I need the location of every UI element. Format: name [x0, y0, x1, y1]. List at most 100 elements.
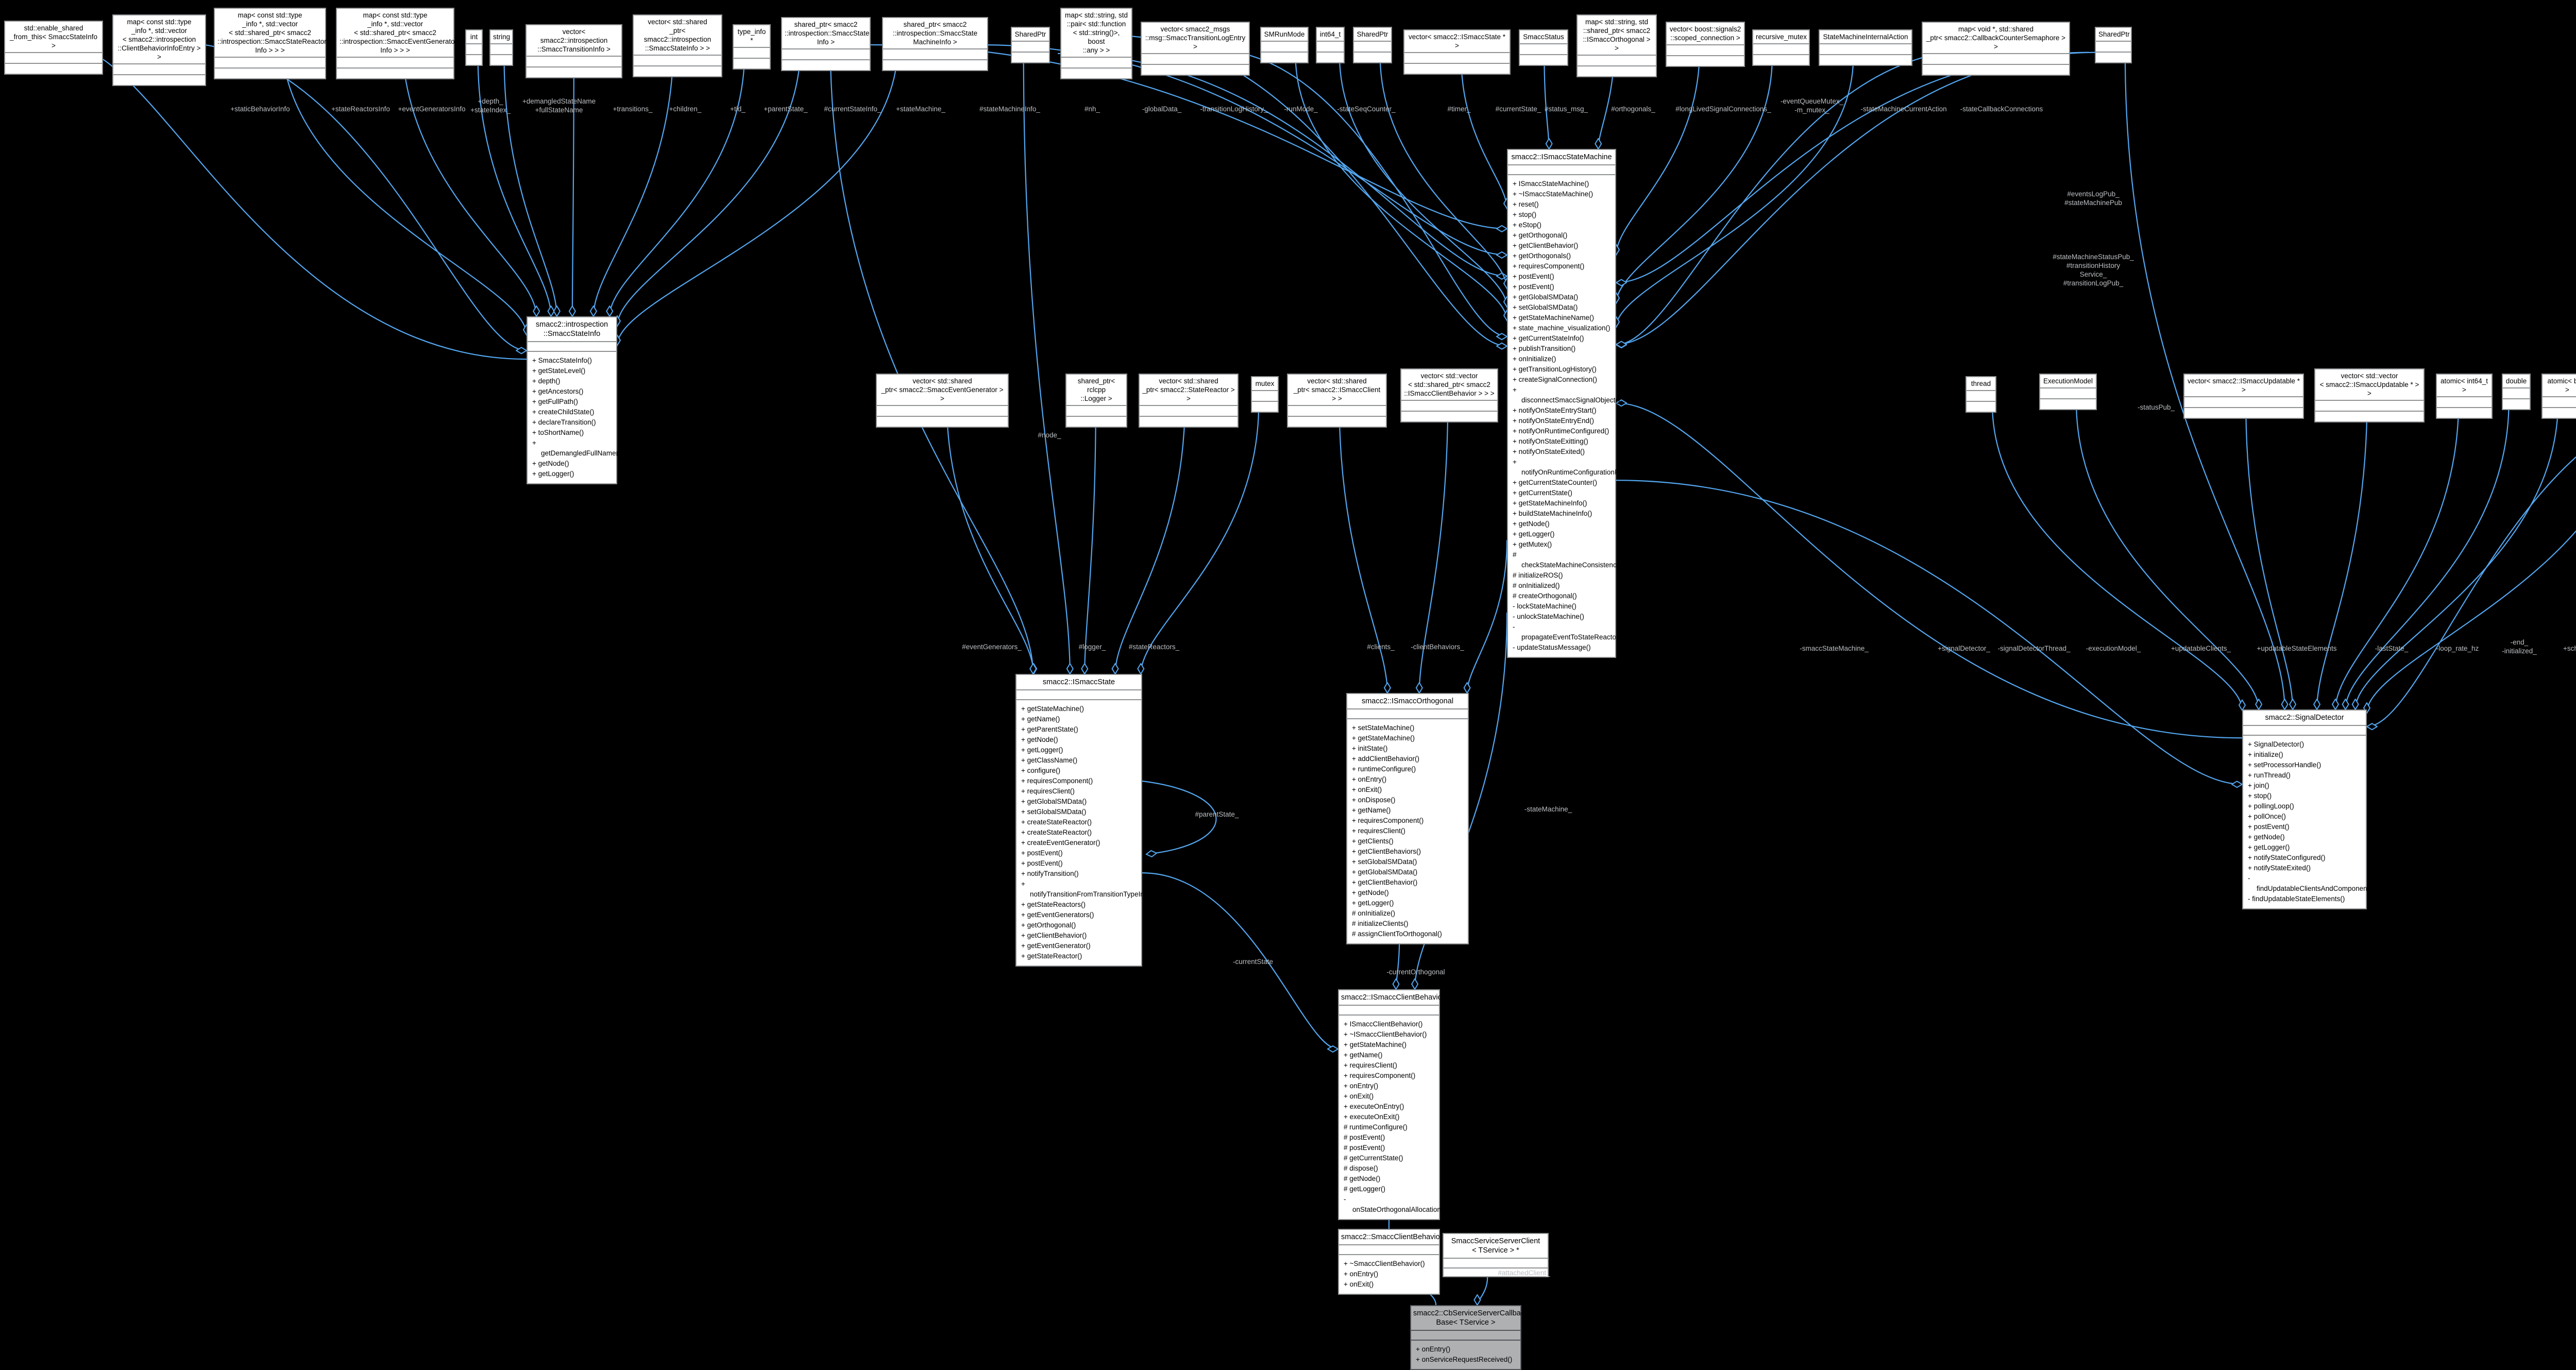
- edge-e20-aggregation: [1461, 57, 1507, 209]
- type-empty-compartment: [1261, 42, 1308, 52]
- method-row: # getCurrentState(): [1344, 1154, 1403, 1162]
- method-row: - unlockStateMachine(): [1513, 613, 1584, 621]
- edge-e34-aggregation: [1141, 403, 1260, 674]
- type-empty-compartment: [466, 44, 482, 54]
- edge-e14-aggregation: [1057, 53, 1507, 276]
- type-empty-compartment: [215, 58, 325, 67]
- method-row: + ISmaccStateMachine(): [1513, 180, 1589, 188]
- type-node-t3: map< const std::type _info *, std::vecto…: [214, 8, 327, 79]
- class-methods-compartment: + onEntry()+ onServiceRequestReceived(): [1411, 1341, 1520, 1369]
- type-empty-compartment: [1667, 45, 1744, 55]
- edge-label-e5: +depth_ +stateIndex_: [470, 97, 511, 114]
- method-row: + getMutex(): [1513, 540, 1552, 549]
- class-title: smacc2::SmaccClientBehavior: [1339, 1230, 1443, 1246]
- method-row: + ISmaccClientBehavior(): [1344, 1020, 1423, 1028]
- type-node-t35: vector< std::vector < smacc2::ISmaccUpda…: [2314, 368, 2425, 422]
- type-node-t13: map< std::string, std ::pair< std::funct…: [1060, 8, 1132, 79]
- class-title: smacc2::ISmaccState: [1016, 675, 1141, 691]
- method-row: + onDispose(): [1352, 796, 1396, 804]
- edge-e43-aggregation: [1616, 403, 2243, 739]
- method-row: + publishTransition(): [1513, 345, 1576, 353]
- type-empty-compartment: [1317, 42, 1344, 52]
- type-label: map< const std::type _info *, std::vecto…: [337, 9, 457, 58]
- class-node-cbServiceCallback[interactable]: smacc2::CbServiceServerCallback Base< TS…: [1410, 1305, 1528, 1370]
- edge-e1-generalization: [74, 48, 527, 360]
- type-label: atomic< bool >: [2543, 375, 2576, 397]
- method-row: + notifyStateExited(): [2248, 864, 2311, 872]
- class-node-smaccClientBehavior[interactable]: smacc2::SmaccClientBehavior+ ~SmaccClien…: [1338, 1229, 1443, 1295]
- type-label: vector< std::vector < smacc2::ISmaccUpda…: [2315, 369, 2424, 401]
- type-empty-compartment: [2315, 411, 2424, 421]
- method-row: + ~ISmaccClientBehavior(): [1344, 1030, 1427, 1039]
- method-row: + requiresClient(): [1021, 787, 1075, 796]
- class-node-state[interactable]: smacc2::ISmaccState+ getStateMachine()+ …: [1015, 674, 1155, 967]
- type-node-t16: int64_t: [1316, 27, 1345, 63]
- edge-label-e6: +demangledStateName +fullStateName: [522, 97, 596, 114]
- edge-label-e38: -stateMachine_: [1524, 805, 1572, 813]
- type-label: vector< std::shared _ptr< smacc2::ISmacc…: [1288, 375, 1386, 406]
- edge-label-e46: +updatableClients_: [2171, 645, 2231, 652]
- type-node-t17: SharedPtr: [1353, 27, 1392, 63]
- edge-e6-aggregation: [503, 57, 556, 316]
- type-empty-compartment: [634, 56, 721, 65]
- edge-label-e14: #nh_: [1084, 105, 1100, 113]
- class-title: SmaccServiceServerClient < TService > *: [1444, 1234, 1548, 1259]
- edge-label-e8: +children_: [669, 105, 702, 113]
- edge-label-e28: #stateMachineStatusPub_ #transitionHisto…: [2053, 253, 2134, 287]
- method-row: + createChildState(): [532, 408, 595, 416]
- method-row: # postEvent(): [1344, 1134, 1385, 1142]
- type-node-t7: vector< smacc2::introspection ::SmaccTra…: [526, 24, 622, 78]
- method-row: + notifyOnStateEntryEnd(): [1513, 417, 1594, 425]
- type-node-t12: SharedPtr: [1011, 27, 1050, 63]
- class-node-stateMachine[interactable]: smacc2::ISmaccStateMachine+ ISmaccStateM…: [1507, 149, 1646, 658]
- edge-label-e20: #currentState_: [1495, 105, 1541, 113]
- method-row: + onEntry(): [1344, 1082, 1379, 1090]
- method-row: + disconnectSmaccSignalObject(): [1513, 386, 1620, 404]
- edge-label-e2: +staticBehaviorInfo: [230, 105, 290, 113]
- edge-label-e50: -end_ -initialized_: [2502, 638, 2537, 655]
- method-row: + setGlobalSMData(): [1513, 303, 1578, 312]
- method-row: + getStateMachine(): [1021, 705, 1084, 713]
- type-node-t34: vector< smacc2::ISmaccUpdatable * >: [2183, 374, 2304, 419]
- type-empty-compartment: [1520, 54, 1567, 65]
- type-empty-compartment: [1252, 391, 1278, 401]
- type-label: double: [2503, 375, 2530, 388]
- method-row: + setStateMachine(): [1352, 724, 1415, 732]
- type-label: StateMachineInternalAction: [1820, 30, 1911, 44]
- type-empty-compartment: [1261, 52, 1308, 62]
- type-node-t11: shared_ptr< smacc2 ::introspection::Smac…: [882, 17, 988, 71]
- edge-label-e12: +stateMachine_: [896, 105, 945, 113]
- type-empty-compartment: [2437, 407, 2492, 418]
- edge-label-e36: -clientBehaviors_: [1411, 643, 1464, 651]
- type-empty-compartment: [1252, 401, 1278, 412]
- method-row: + onServiceRequestReceived(): [1416, 1356, 1513, 1364]
- type-empty-compartment: [2184, 407, 2303, 418]
- method-row: + requiresComponent(): [1513, 262, 1585, 270]
- class-attributes-compartment: [1508, 165, 1615, 176]
- method-row: + requiresComponent(): [1344, 1072, 1416, 1080]
- edge-label-e17: -runMode_: [1284, 105, 1318, 113]
- type-label: int64_t: [1317, 28, 1344, 42]
- type-empty-compartment: [527, 57, 621, 66]
- class-node-clientBehavior[interactable]: smacc2::ISmaccClientBehavior+ ISmaccClie…: [1338, 989, 1446, 1221]
- edge-e28-aggregation: [1616, 52, 2096, 345]
- type-empty-compartment: [5, 63, 102, 74]
- class-node-orthogonal[interactable]: smacc2::ISmaccOrthogonal+ setStateMachin…: [1346, 693, 1469, 945]
- class-node-signalDetector[interactable]: smacc2::SignalDetector+ SignalDetector()…: [2242, 709, 2377, 910]
- method-row: + getCurrentState(): [1513, 489, 1572, 497]
- method-row: + SmaccStateInfo(): [532, 357, 592, 365]
- method-row: + createSignalConnection(): [1513, 376, 1597, 384]
- method-row: # dispose(): [1344, 1164, 1378, 1173]
- edge-label-e19: #timer_: [1447, 105, 1471, 113]
- class-node-stateInfo[interactable]: smacc2::introspection ::SmaccStateInfo+ …: [527, 316, 621, 485]
- class-node-serviceServerClient[interactable]: SmaccServiceServerClient < TService > *: [1443, 1233, 1549, 1278]
- type-empty-compartment: [1317, 52, 1344, 62]
- type-label: vector< std::shared _ptr< smacc2::intros…: [634, 15, 721, 56]
- method-row: + SignalDetector(): [2248, 740, 2304, 749]
- edge-label-e37: #parentState_: [1195, 810, 1239, 818]
- edge-label-e29: -statusPub_: [2137, 403, 2175, 411]
- edge-e24-aggregation: [1616, 57, 1773, 303]
- edge-e45-aggregation: [2075, 401, 2259, 709]
- edge-label-e31: #eventGenerators_: [962, 643, 1022, 651]
- method-row: + onExit(): [1344, 1092, 1374, 1101]
